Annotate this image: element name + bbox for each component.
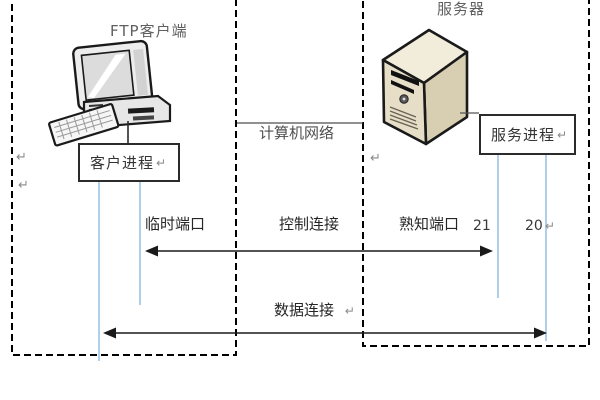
control-connection-arrow — [145, 245, 493, 257]
client-process-box: 客户进程 ↵ — [78, 143, 180, 182]
port-20-value: 20 — [525, 218, 543, 234]
control-connection-label: 控制连接 — [279, 215, 340, 233]
return-mark-icon: ↵ — [370, 151, 381, 166]
return-mark-icon: ↵ — [344, 304, 355, 318]
client-dashed-box — [11, 0, 237, 356]
network-label: 计算机网络 — [259, 124, 335, 142]
client-computer-icon — [48, 39, 172, 147]
server-process-label: 服务进程 — [491, 126, 556, 144]
server-process-box: 服务进程 ↵ — [479, 114, 576, 155]
client-process-label: 客户进程 — [90, 154, 155, 172]
server-tower-icon — [381, 28, 479, 146]
data-connection-arrow — [103, 327, 547, 339]
data-connection-text: 数据连接 — [274, 301, 335, 319]
ephemeral-port-label: 临时端口 — [145, 215, 206, 233]
return-mark-icon: ↵ — [544, 219, 555, 233]
wellknown-port-label: 熟知端口 — [399, 215, 460, 233]
return-mark-icon: ↵ — [16, 150, 27, 165]
data-connection-label: 数据连接 ↵ — [274, 302, 355, 320]
return-mark-icon: ↵ — [18, 178, 29, 193]
server-title: 服务器 — [437, 0, 486, 18]
port-21-number: 21 — [473, 218, 491, 234]
ftp-client-title: FTP客户端 — [110, 22, 188, 40]
server-dashed-box — [362, 0, 590, 347]
return-mark-icon: ↵ — [557, 127, 568, 142]
port-20-number: 20↵ — [525, 218, 555, 235]
return-mark-icon: ↵ — [156, 155, 167, 170]
